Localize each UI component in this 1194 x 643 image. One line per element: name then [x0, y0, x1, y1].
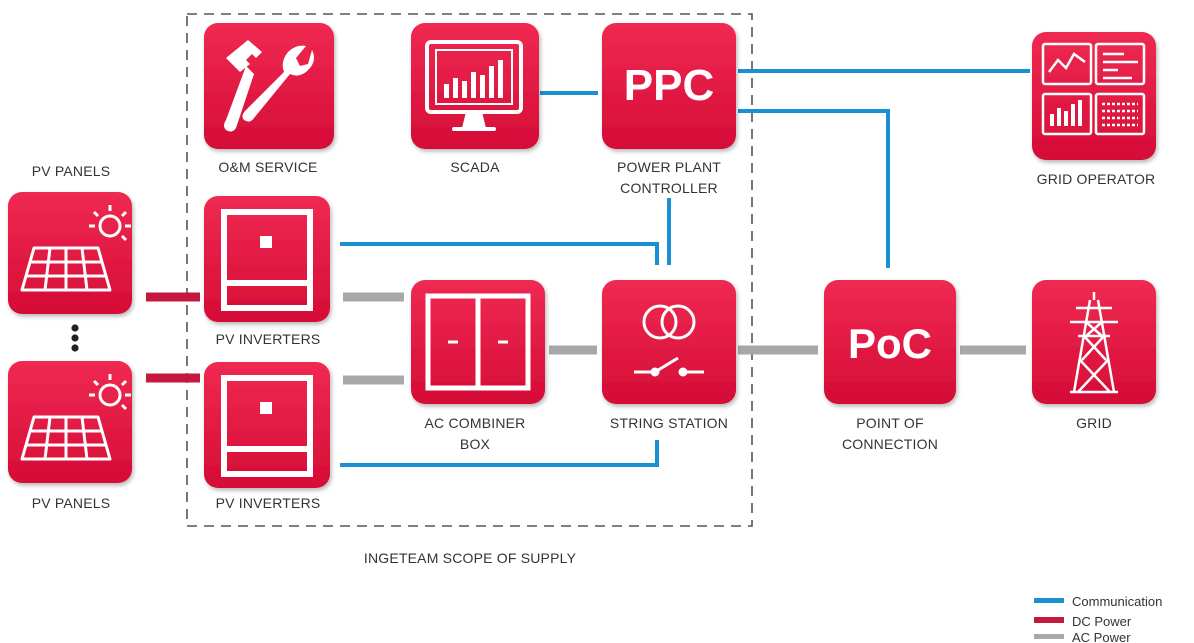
scope-label: INGETEAM SCOPE OF SUPPLY: [364, 550, 577, 566]
om-service-label: O&M SERVICE: [218, 159, 317, 175]
pv-inverters-bottom-label: PV INVERTERS: [216, 495, 321, 511]
legend-item-dc-power: DC Power: [1034, 614, 1132, 629]
node-grid: GRID: [1032, 280, 1156, 431]
legend: Communication DC Power AC Power: [1034, 594, 1162, 643]
ac-combiner-label-line1: AC COMBINER: [425, 415, 526, 431]
node-om-service: O&M SERVICE: [204, 23, 334, 175]
legend-label-dc-power: DC Power: [1072, 614, 1132, 629]
node-grid-operator: GRID OPERATOR: [1032, 32, 1156, 187]
inverter-icon: [221, 209, 313, 311]
connections: [146, 69, 1030, 467]
node-pv-panels-bottom: PV PANELS: [8, 361, 132, 511]
legend-item-ac-power: AC Power: [1034, 630, 1131, 643]
comm-link-inverter-bottom-string-station: [340, 440, 659, 467]
ppc-label-line1: POWER PLANT: [617, 159, 721, 175]
poc-label-line2: CONNECTION: [842, 436, 938, 452]
node-string-station: STRING STATION: [602, 280, 736, 431]
comm-link-inverter-top-string-station: [340, 242, 659, 265]
node-scada: SCADA: [411, 23, 539, 175]
combiner-box-icon: [425, 293, 531, 391]
grid-operator-label: GRID OPERATOR: [1037, 171, 1156, 187]
legend-label-ac-power: AC Power: [1072, 630, 1131, 643]
more-panels-ellipsis: [71, 324, 79, 352]
node-ac-combiner-box: AC COMBINER BOX: [411, 280, 545, 452]
transformer-switch-icon: [634, 304, 704, 377]
node-power-plant-controller: PPC POWER PLANT CONTROLLER: [602, 23, 736, 196]
inverter-icon: [221, 375, 313, 477]
poc-icon-text: PoC: [848, 320, 932, 367]
transmission-tower-icon: [1070, 292, 1118, 394]
tools-icon: [224, 40, 314, 132]
ppc-icon-text: PPC: [624, 61, 714, 110]
node-pv-inverters-bottom: PV INVERTERS: [204, 362, 330, 511]
solar-panel-icon: [20, 205, 131, 292]
node-pv-inverters-top: PV INVERTERS: [204, 196, 330, 347]
pv-inverters-top-label: PV INVERTERS: [216, 331, 321, 347]
pv-panels-top-label: PV PANELS: [32, 163, 111, 179]
scope-boundary: [186, 13, 753, 527]
solar-panel-icon: [20, 374, 131, 461]
node-pv-panels-top: PV PANELS: [8, 163, 132, 314]
ac-combiner-label-line2: BOX: [460, 436, 491, 452]
pv-panels-bottom-label: PV PANELS: [32, 495, 111, 511]
legend-item-communication: Communication: [1034, 594, 1162, 609]
poc-label-line1: POINT OF: [856, 415, 923, 431]
ppc-label-line2: CONTROLLER: [620, 180, 718, 196]
comm-link-ppc-poc: [738, 109, 890, 268]
grid-label: GRID: [1076, 415, 1112, 431]
monitor-chart-icon: [425, 40, 523, 131]
dashboard-screens-icon: [1041, 42, 1146, 136]
node-point-of-connection: PoC POINT OF CONNECTION: [824, 280, 956, 452]
string-station-label: STRING STATION: [610, 415, 728, 431]
scada-label: SCADA: [450, 159, 500, 175]
legend-label-communication: Communication: [1072, 594, 1162, 609]
